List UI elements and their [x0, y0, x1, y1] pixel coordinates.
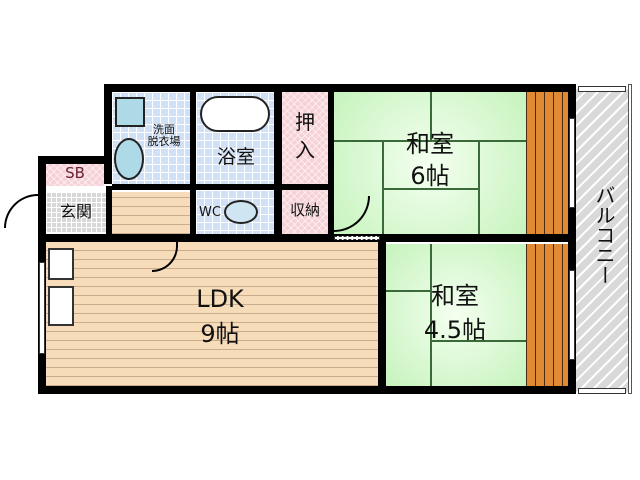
wall-sb-top	[38, 156, 112, 164]
wall-closet-right	[328, 84, 334, 236]
sb-label: SB	[65, 164, 85, 182]
washitsu-45-label: 和室 4.5帖	[423, 282, 487, 344]
toilet-icon	[224, 200, 258, 224]
washitsu-6-label: 和室 6帖	[406, 130, 454, 191]
tatami-line	[430, 340, 526, 342]
tatami-line	[430, 92, 432, 140]
entrance-door[interactable]	[4, 194, 38, 228]
wc-label: WC	[199, 205, 221, 220]
oshiire-closet-area	[282, 92, 328, 184]
wall-ldk-top	[38, 234, 576, 242]
balcony-label: バルコニー	[592, 185, 616, 285]
window-balcony-bottom-edge	[578, 388, 626, 394]
wall-bath-right	[274, 84, 282, 236]
ldk-area	[46, 242, 378, 386]
sliding-door-washitsu[interactable]	[334, 236, 380, 240]
hallway-area	[112, 192, 190, 234]
oshiire-label: 押 入	[295, 110, 315, 162]
wall-genkan-right	[106, 186, 112, 236]
wall-top	[104, 84, 576, 92]
bathtub-icon	[200, 96, 270, 132]
wall-bath-left	[190, 84, 196, 236]
sb-shoe-box-area	[46, 164, 104, 186]
shuno-label: 収納	[289, 201, 320, 219]
stove-icon	[48, 248, 74, 280]
engawa-wood-strip-top	[526, 92, 568, 238]
balcony-rail	[628, 84, 632, 394]
tatami-line	[334, 140, 526, 142]
tatami-line	[382, 188, 480, 190]
ldk-label: LDK 9帖	[196, 285, 244, 348]
wall-bottom	[38, 386, 576, 394]
washbasin-icon	[114, 138, 144, 180]
balcony-area	[576, 86, 628, 394]
tatami-line	[386, 290, 430, 292]
bathroom-label: 浴室	[216, 146, 255, 168]
wall-ldk-right	[378, 238, 386, 388]
window-kitchen[interactable]	[39, 262, 45, 354]
genkan-label: 玄関	[59, 202, 92, 221]
wall-washroom-left	[104, 84, 112, 184]
washitsu-45-area	[386, 244, 526, 386]
genkan-entrance-area	[46, 192, 106, 232]
window-balcony-top-edge	[578, 86, 626, 92]
shuno-storage-area	[282, 190, 328, 234]
wall-mid-horizontal	[112, 184, 328, 190]
washing-machine-icon	[115, 97, 145, 127]
sink-icon	[48, 286, 74, 326]
engawa-wood-strip-bottom	[526, 244, 568, 386]
tatami-line	[430, 244, 432, 386]
window-balcony-bottom[interactable]	[569, 270, 575, 360]
washroom-label: 洗面 脱衣場	[147, 123, 181, 148]
window-balcony-top[interactable]	[569, 118, 575, 208]
